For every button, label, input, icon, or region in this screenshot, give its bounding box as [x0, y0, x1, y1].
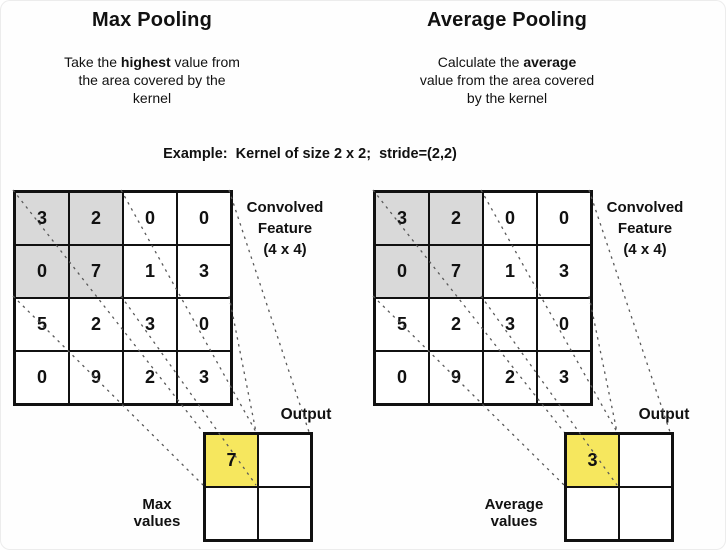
convolved-feature-label-right: Convolved Feature (4 x 4): [593, 197, 697, 260]
feature-cell: 0: [537, 298, 591, 351]
feature-cell: 7: [69, 245, 123, 298]
output-grid-max: 7: [203, 432, 313, 542]
feature-cell: 3: [177, 245, 231, 298]
output-cell: [566, 487, 619, 540]
output-cell: [258, 434, 311, 487]
feature-cell: 2: [429, 298, 483, 351]
label-line: (4 x 4): [263, 241, 307, 258]
feature-cell: 0: [537, 192, 591, 245]
label-line: Average: [484, 496, 544, 513]
feature-cell: 3: [15, 192, 69, 245]
label-line: Feature: [257, 220, 313, 237]
convolved-feature-label-left: Convolved Feature (4 x 4): [233, 197, 337, 260]
desc-text: Take the: [64, 54, 121, 70]
desc-text: value from: [170, 54, 240, 70]
label-line: values: [490, 513, 538, 530]
label-line: Convolved: [606, 199, 684, 216]
output-cell: [619, 434, 672, 487]
feature-cell: 3: [123, 298, 177, 351]
feature-cell: 1: [483, 245, 537, 298]
label-line: values: [133, 513, 181, 530]
feature-cell: 3: [483, 298, 537, 351]
feature-cell: 2: [69, 192, 123, 245]
output-cell: [258, 487, 311, 540]
feature-cell: 0: [177, 192, 231, 245]
desc-bold-keyword: highest: [120, 54, 171, 70]
feature-cell: 0: [177, 298, 231, 351]
feature-cell: 5: [375, 298, 429, 351]
label-line: Feature: [617, 220, 673, 237]
feature-cell: 1: [123, 245, 177, 298]
feature-cell: 2: [483, 351, 537, 404]
desc-bold-keyword: average: [523, 54, 577, 70]
feature-cell: 0: [375, 351, 429, 404]
output-cell: 7: [205, 434, 258, 487]
label-line: (4 x 4): [623, 241, 667, 258]
mapping-dashed-line: [228, 295, 257, 433]
feature-cell: 3: [177, 351, 231, 404]
label-line: Convolved: [246, 199, 324, 216]
max-values-label: Max values: [107, 496, 207, 530]
feature-cell: 2: [429, 192, 483, 245]
feature-cell: 0: [375, 245, 429, 298]
max-pooling-description: Take the highest value from the area cov…: [20, 53, 284, 107]
output-cell: [205, 487, 258, 540]
example-caption: Example: Kernel of size 2 x 2; stride=(2…: [163, 146, 457, 162]
feature-cell: 5: [15, 298, 69, 351]
average-values-label: Average values: [464, 496, 564, 530]
feature-cell: 2: [69, 298, 123, 351]
feature-cell: 3: [375, 192, 429, 245]
max-pooling-title: Max Pooling: [92, 9, 212, 31]
output-grid-average: 3: [564, 432, 674, 542]
desc-text: Calculate the: [437, 54, 524, 70]
desc-text: the area covered by the: [78, 72, 226, 88]
feature-cell: 9: [69, 351, 123, 404]
output-label-right: Output: [638, 406, 690, 423]
desc-text: by the kernel: [466, 90, 548, 106]
average-pooling-description: Calculate the average value from the are…: [375, 53, 639, 107]
feature-cell: 9: [429, 351, 483, 404]
feature-cell: 0: [15, 245, 69, 298]
feature-cell: 0: [483, 192, 537, 245]
mapping-dashed-line: [588, 295, 618, 433]
feature-cell: 7: [429, 245, 483, 298]
label-line: Max: [142, 496, 172, 513]
feature-cell: 3: [537, 351, 591, 404]
output-label-left: Output: [280, 406, 332, 423]
output-cell: [619, 487, 672, 540]
feature-cell: 3: [537, 245, 591, 298]
average-pooling-title: Average Pooling: [426, 9, 588, 31]
feature-cell: 2: [123, 351, 177, 404]
desc-text: kernel: [132, 90, 172, 106]
output-cell: 3: [566, 434, 619, 487]
feature-cell: 0: [123, 192, 177, 245]
feature-cell: 0: [15, 351, 69, 404]
desc-text: value from the area covered: [419, 72, 595, 88]
